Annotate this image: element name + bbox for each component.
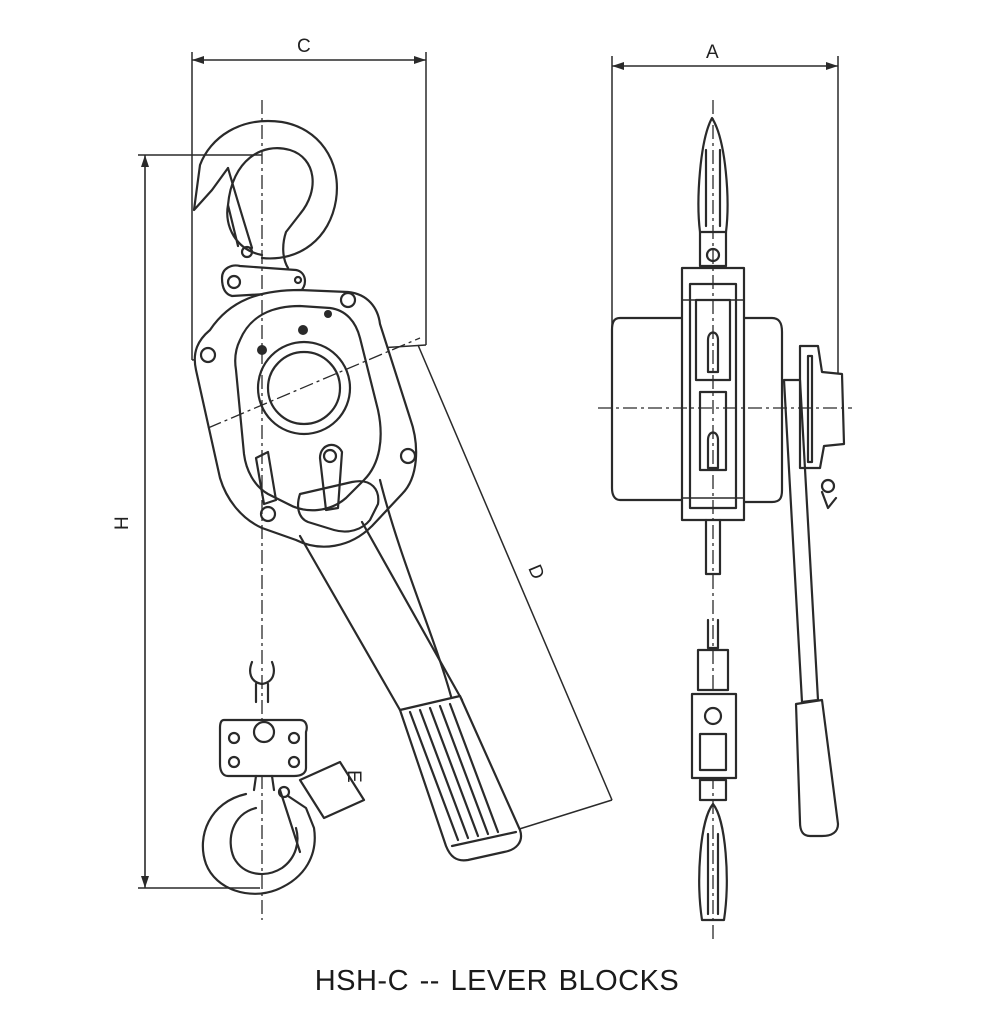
side-view: A <box>598 42 852 940</box>
side-bottom-hook <box>690 518 738 922</box>
dimension-h: H <box>112 154 262 889</box>
front-lever <box>298 478 523 862</box>
bottom-hook: E <box>201 660 366 895</box>
dimension-d-label: D <box>523 562 548 583</box>
front-section-line <box>207 337 421 429</box>
main-body <box>193 288 418 548</box>
dimension-a: A <box>611 42 839 375</box>
side-lever <box>782 344 846 838</box>
dimension-a-label: A <box>706 42 719 63</box>
dimension-e-label: E <box>343 770 364 783</box>
diagram-caption: HSH-C -- LEVER BLOCKS <box>314 965 680 997</box>
side-housing <box>610 266 784 522</box>
front-view: C H D <box>112 36 613 920</box>
dimension-c-label: C <box>297 36 311 57</box>
dimension-h-label: H <box>112 516 133 530</box>
top-mount <box>220 264 306 298</box>
top-hook <box>192 119 339 270</box>
dimension-c: C <box>191 36 427 360</box>
